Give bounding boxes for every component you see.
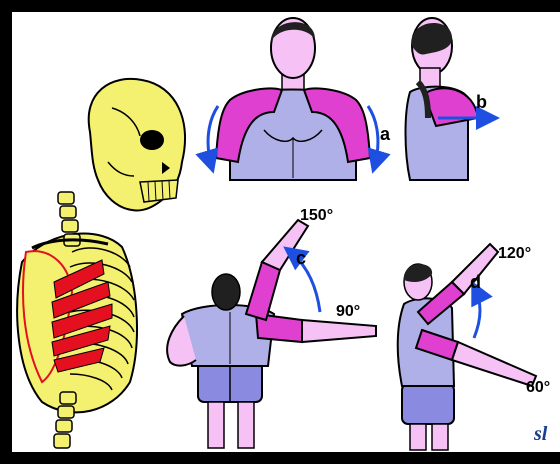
label-c: c	[296, 248, 306, 268]
angle-90-label: 90°	[336, 303, 360, 320]
figure-side-view: b	[406, 18, 495, 180]
label-a: a	[380, 124, 391, 144]
angle-60-label: 60°	[526, 379, 550, 396]
figure-front-view: a	[208, 18, 391, 180]
signature-text: sl	[533, 423, 548, 445]
skeleton-figure	[17, 79, 185, 448]
label-b: b	[476, 92, 487, 112]
illustration-frame: a b c 150° 90°	[12, 12, 560, 452]
figure-abduction-120: d 120° 60°	[398, 244, 550, 450]
angle-150-label: 150°	[300, 207, 333, 224]
skull	[89, 79, 185, 211]
label-d: d	[470, 272, 481, 292]
shoulder-abduction-diagram: a b c 150° 90°	[12, 12, 560, 452]
figure-abduction-150: c 150° 90°	[167, 207, 376, 448]
angle-120-label: 120°	[498, 245, 531, 262]
